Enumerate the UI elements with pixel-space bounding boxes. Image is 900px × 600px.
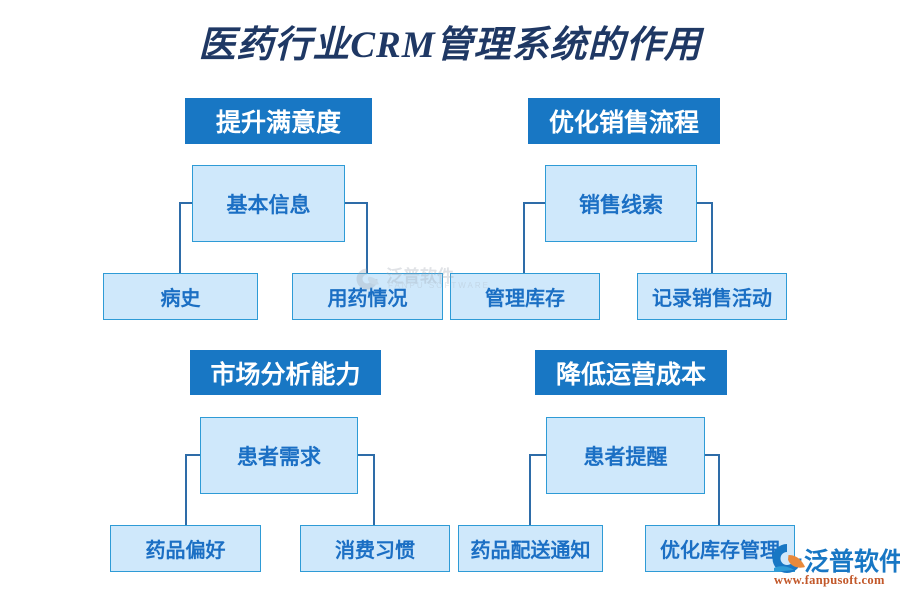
- branch-box-sales-process[interactable]: 销售线索: [545, 165, 697, 242]
- group-header-market-analysis[interactable]: 市场分析能力: [190, 350, 381, 395]
- branch-box-operating-cost[interactable]: 患者提醒: [546, 417, 705, 494]
- leaf-box-satisfaction-0[interactable]: 病史: [103, 273, 258, 320]
- group-header-satisfaction[interactable]: 提升满意度: [185, 98, 372, 144]
- leaf-box-sales-process-0[interactable]: 管理库存: [450, 273, 600, 320]
- leaf-box-satisfaction-1[interactable]: 用药情况: [292, 273, 443, 320]
- group-header-sales-process[interactable]: 优化销售流程: [528, 98, 720, 144]
- group-header-operating-cost[interactable]: 降低运营成本: [535, 350, 727, 395]
- brand-name: 泛普软件: [804, 548, 900, 576]
- leaf-box-market-analysis-1[interactable]: 消费习惯: [300, 525, 450, 572]
- leaf-box-sales-process-1[interactable]: 记录销售活动: [637, 273, 787, 320]
- leaf-box-operating-cost-1[interactable]: 优化库存管理: [645, 525, 795, 572]
- branch-box-satisfaction[interactable]: 基本信息: [192, 165, 345, 242]
- branch-box-market-analysis[interactable]: 患者需求: [200, 417, 358, 494]
- brand-url: www.fanpusoft.com: [774, 573, 885, 587]
- page-title: 医药行业CRM管理系统的作用: [198, 25, 702, 66]
- leaf-box-market-analysis-0[interactable]: 药品偏好: [110, 525, 261, 572]
- leaf-box-operating-cost-0[interactable]: 药品配送通知: [458, 525, 603, 572]
